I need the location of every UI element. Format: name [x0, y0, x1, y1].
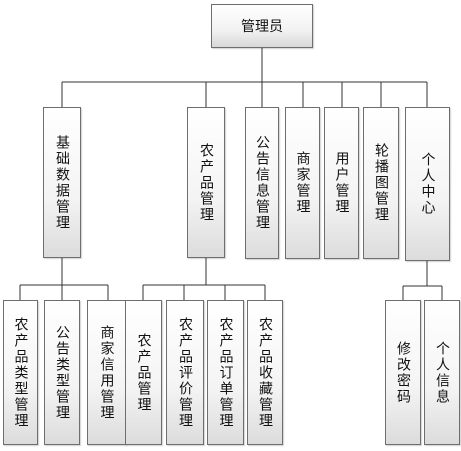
node-carousel-management: 轮播图管理 [363, 107, 399, 259]
node-product-favorite-management: 农产品收藏管理 [247, 300, 283, 445]
node-product-review-management: 农产品评价管理 [166, 300, 204, 445]
node-label: 农产品订单管理 [217, 316, 234, 429]
node-change-password: 修改密码 [385, 300, 421, 445]
node-product-type-management: 农产品类型管理 [3, 300, 38, 445]
node-label: 农产品管理 [198, 142, 214, 223]
node-label: 个人中心 [419, 152, 436, 216]
node-label: 农产品管理 [135, 332, 152, 413]
node-personal-center: 个人中心 [405, 107, 450, 261]
node-label: 农产品类型管理 [12, 316, 29, 429]
node-label: 商家管理 [294, 151, 311, 215]
node-basic-data-management: 基础数据管理 [43, 107, 81, 258]
node-label: 个人信息 [434, 340, 450, 405]
node-label: 商家信用管理 [98, 324, 115, 421]
node-merchant-credit-management: 商家信用管理 [87, 300, 126, 445]
node-label: 用户管理 [333, 151, 350, 215]
node-label: 轮播图管理 [373, 143, 389, 223]
node-agri-product-sub-management: 农产品管理 [125, 300, 162, 445]
node-label: 农产品评价管理 [177, 316, 193, 429]
node-label: 公告类型管理 [54, 324, 70, 421]
root-node-label: 管理员 [241, 19, 283, 35]
node-personal-info: 个人信息 [424, 300, 460, 445]
node-product-order-management: 农产品订单管理 [207, 300, 244, 445]
node-label: 基础数据管理 [54, 134, 70, 231]
node-merchant-management: 商家管理 [285, 107, 320, 259]
node-agri-product-management: 农产品管理 [187, 107, 225, 258]
node-label: 农产品收藏管理 [257, 316, 273, 429]
node-label: 修改密码 [395, 340, 411, 405]
node-label: 公告信息管理 [254, 135, 270, 231]
node-announcement-management: 公告信息管理 [245, 107, 279, 259]
node-announcement-type-management: 公告类型管理 [44, 300, 80, 445]
node-user-management: 用户管理 [324, 107, 359, 259]
root-node: 管理员 [211, 4, 313, 48]
